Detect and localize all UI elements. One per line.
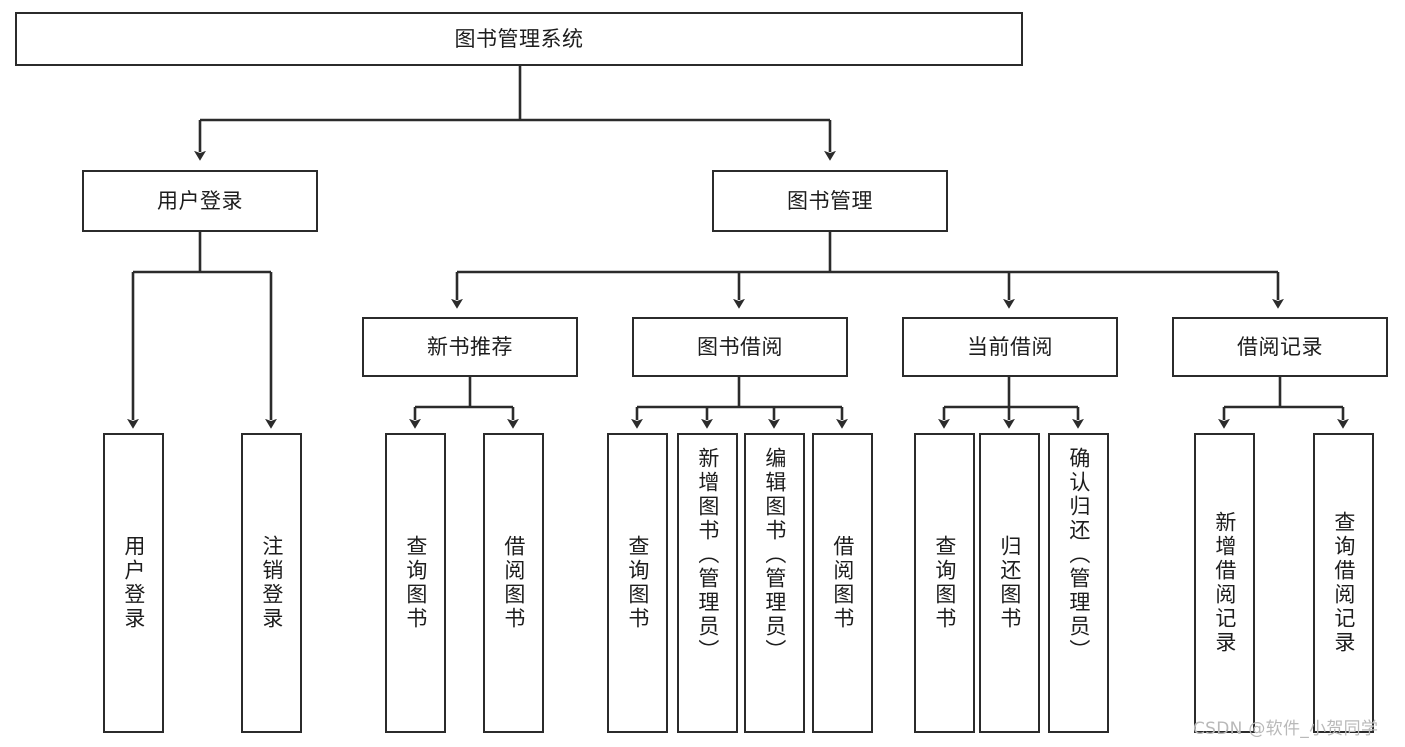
node-leaf-query-borrow-record-label: 查询借阅记录	[1331, 511, 1356, 655]
node-leaf-return-book[interactable]: 归还图书	[979, 433, 1040, 733]
node-leaf-edit-book-admin[interactable]: 编辑图书（管理员）	[744, 433, 805, 733]
node-new-book-recommend-label: 新书推荐	[427, 334, 513, 359]
node-leaf-add-book-admin-label: 新增图书（管理员）	[695, 447, 720, 663]
node-new-book-recommend[interactable]: 新书推荐	[362, 317, 578, 377]
node-leaf-logout[interactable]: 注销登录	[241, 433, 302, 733]
csdn-watermark: CSDN @软件_小贺同学	[1193, 719, 1379, 739]
node-user-login-label: 用户登录	[157, 188, 243, 213]
node-leaf-user-login[interactable]: 用户登录	[103, 433, 164, 733]
node-leaf-borrow-book-rec-label: 借阅图书	[501, 535, 526, 631]
node-book-manage[interactable]: 图书管理	[712, 170, 948, 232]
node-root-label: 图书管理系统	[454, 26, 584, 51]
node-root[interactable]: 图书管理系统	[15, 12, 1023, 66]
node-book-borrow-label: 图书借阅	[697, 334, 783, 359]
node-current-borrow[interactable]: 当前借阅	[902, 317, 1118, 377]
node-leaf-add-borrow-record[interactable]: 新增借阅记录	[1194, 433, 1255, 733]
node-leaf-add-borrow-record-label: 新增借阅记录	[1212, 511, 1237, 655]
node-leaf-confirm-return-admin[interactable]: 确认归还（管理员）	[1048, 433, 1109, 733]
node-leaf-query-book-current-label: 查询图书	[932, 535, 957, 631]
node-current-borrow-label: 当前借阅	[967, 334, 1053, 359]
node-book-manage-label: 图书管理	[787, 188, 873, 213]
node-leaf-borrow-book-rec[interactable]: 借阅图书	[483, 433, 544, 733]
node-leaf-return-book-label: 归还图书	[997, 535, 1022, 631]
node-book-borrow[interactable]: 图书借阅	[632, 317, 848, 377]
node-leaf-query-book-borrow[interactable]: 查询图书	[607, 433, 668, 733]
node-borrow-record[interactable]: 借阅记录	[1172, 317, 1388, 377]
node-leaf-query-book-current[interactable]: 查询图书	[914, 433, 975, 733]
node-leaf-borrow-book-label: 借阅图书	[830, 535, 855, 631]
node-user-login[interactable]: 用户登录	[82, 170, 318, 232]
node-leaf-query-borrow-record[interactable]: 查询借阅记录	[1313, 433, 1374, 733]
node-leaf-query-book-rec-label: 查询图书	[403, 535, 428, 631]
node-borrow-record-label: 借阅记录	[1237, 334, 1323, 359]
node-leaf-query-book-rec[interactable]: 查询图书	[385, 433, 446, 733]
node-leaf-user-login-label: 用户登录	[121, 535, 146, 631]
node-leaf-borrow-book[interactable]: 借阅图书	[812, 433, 873, 733]
node-leaf-query-book-borrow-label: 查询图书	[625, 535, 650, 631]
node-leaf-logout-label: 注销登录	[259, 535, 284, 631]
node-leaf-add-book-admin[interactable]: 新增图书（管理员）	[677, 433, 738, 733]
node-leaf-confirm-return-admin-label: 确认归还（管理员）	[1066, 447, 1091, 663]
node-leaf-edit-book-admin-label: 编辑图书（管理员）	[762, 447, 787, 663]
